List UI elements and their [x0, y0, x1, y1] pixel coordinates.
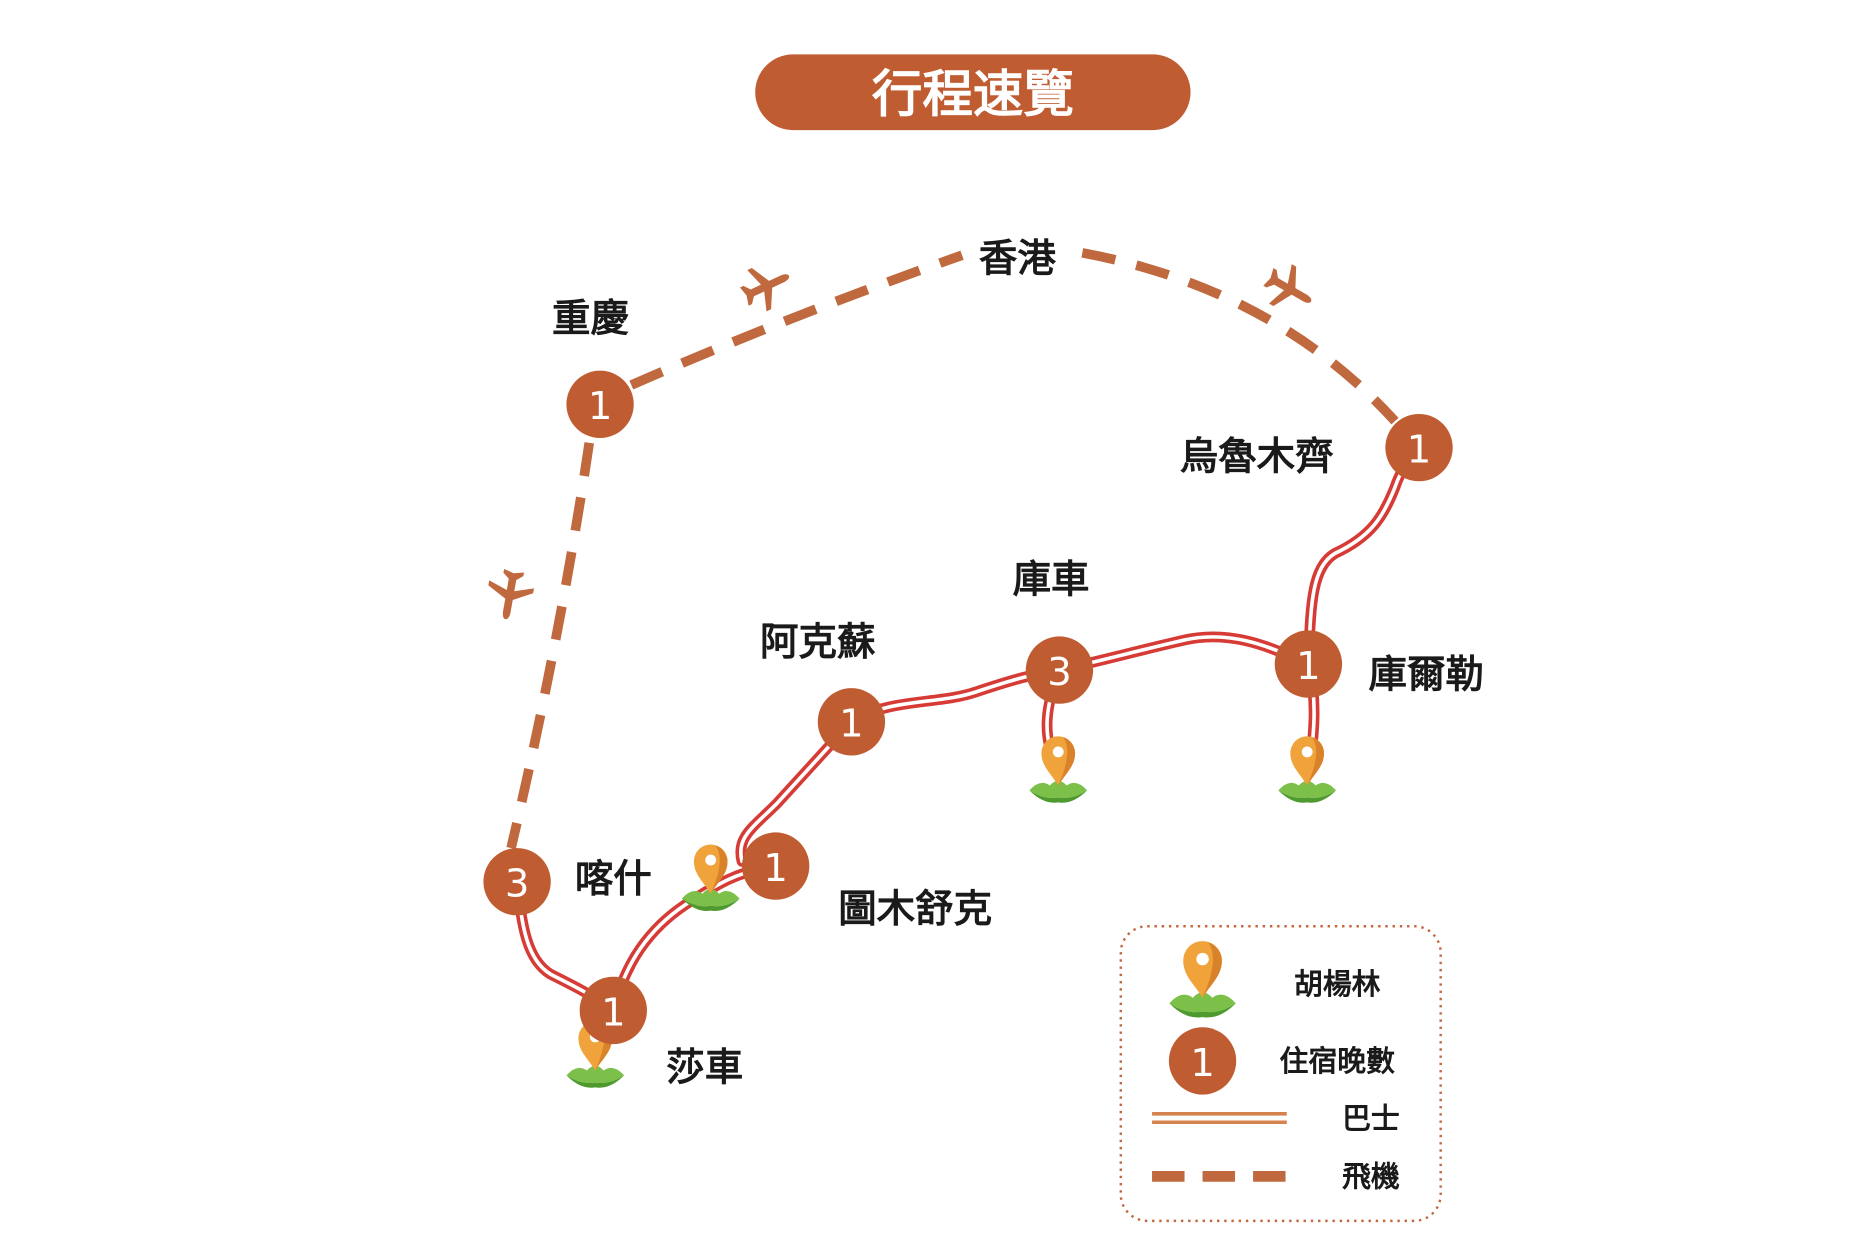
city-label-chongqing: 重慶	[552, 296, 629, 341]
location-pin-icon	[1029, 736, 1088, 803]
legend-nights-sample: 1	[1190, 1041, 1214, 1086]
city-label-kuqa: 庫車	[1013, 557, 1090, 602]
nights-count: 1	[1296, 644, 1320, 689]
flight-route-chongqing-kashgar	[506, 442, 595, 850]
city-label-tumxuk: 圖木舒克	[838, 887, 992, 932]
flight-routes	[506, 248, 1399, 850]
city-label-kashgar: 喀什	[575, 857, 652, 902]
nights-count: 1	[839, 702, 863, 747]
stop-node-kuqa: 3	[1025, 636, 1094, 704]
airplane-icon	[734, 255, 799, 318]
flight-route-hongkong-urumqi	[1081, 248, 1399, 425]
nights-count: 1	[1407, 428, 1431, 473]
legend-label-flight: 飛機	[1342, 1159, 1400, 1193]
city-label-shache: 莎車	[666, 1046, 743, 1091]
city-label-hongkong: 香港	[979, 236, 1056, 281]
bus-route-korla-urumqi	[1308, 448, 1419, 664]
legend-bus-line	[1152, 1112, 1287, 1125]
stop-node-tumxuk: 1	[741, 832, 810, 900]
city-label-aksu: 阿克蘇	[760, 620, 876, 665]
legend-label-bus: 巴士	[1342, 1102, 1400, 1136]
airplane-icon	[1257, 257, 1323, 322]
stop-node-aksu: 1	[817, 688, 886, 756]
stop-node-korla: 1	[1274, 630, 1343, 698]
location-pin-icon	[1278, 736, 1337, 803]
stop-node-kashgar: 3	[483, 848, 551, 916]
nights-count: 1	[763, 846, 787, 891]
nights-count: 1	[601, 990, 625, 1035]
stop-node-urumqi: 1	[1385, 413, 1453, 482]
city-label-korla: 庫爾勒	[1369, 652, 1484, 697]
nights-count: 3	[1047, 650, 1071, 695]
stop-node-chongqing: 1	[566, 370, 634, 438]
legend-nights-marker	[1168, 1027, 1237, 1095]
nights-count: 3	[505, 862, 529, 907]
legend-label-nights: 住宿晚數	[1280, 1044, 1396, 1078]
title-banner: 行程速覽	[755, 54, 1191, 131]
city-label-urumqi: 烏魯木齊	[1180, 435, 1334, 480]
flight-route-chongqing-hongkong	[629, 250, 964, 390]
location-pin-icon	[1169, 941, 1236, 1018]
stop-node-shache: 1	[579, 976, 647, 1045]
page-title: 行程速覽	[872, 65, 1074, 124]
legend-label-poplar-forest: 胡楊林	[1294, 967, 1381, 1001]
legend: 胡楊林 1 住宿晚數 巴士 飛機	[1119, 925, 1442, 1223]
nights-count: 1	[588, 384, 612, 429]
airplane-icon	[483, 566, 537, 624]
